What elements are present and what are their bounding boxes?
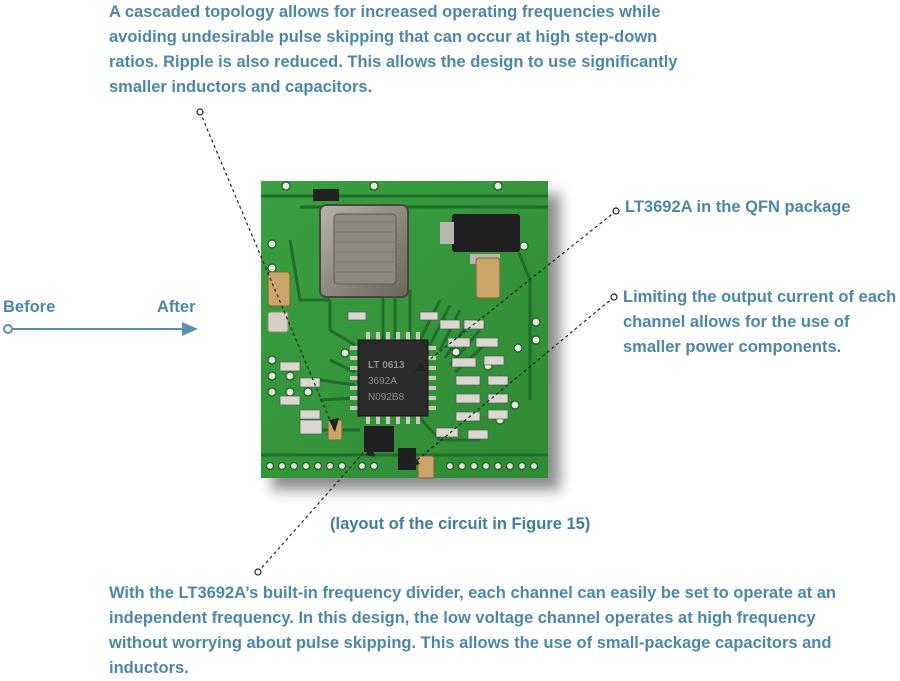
leader-arrowheads bbox=[329, 362, 426, 466]
chip-marking-line3: N092B8 bbox=[368, 392, 405, 403]
transistor-top bbox=[313, 189, 339, 201]
circuit-board: LT 0613 3692A N092B8 bbox=[261, 181, 548, 479]
leader-endpoints bbox=[196, 108, 620, 576]
lt3692a-chip: LT 0613 3692A N092B8 bbox=[350, 332, 436, 424]
annotation-qfn-package: LT3692A in the QFN package bbox=[625, 198, 851, 216]
leader-lines bbox=[199, 111, 617, 573]
capacitors bbox=[267, 257, 501, 479]
before-label: Before bbox=[3, 298, 56, 316]
annotation-frequency-divider: With the LT3692A’s built-in frequency di… bbox=[109, 584, 836, 677]
resistor-bottom-left bbox=[299, 419, 323, 435]
inductor bbox=[319, 204, 409, 298]
mosfet-bottom bbox=[364, 426, 394, 452]
via-pads bbox=[265, 181, 541, 471]
chip-marking-line2: 3692A bbox=[368, 376, 397, 387]
before-after-arrow bbox=[3, 322, 198, 336]
after-label: After bbox=[157, 298, 196, 316]
figure-caption: (layout of the circuit in Figure 15) bbox=[330, 515, 591, 533]
chip-marking-line1: LT 0613 bbox=[368, 360, 405, 371]
annotation-cascaded-topology: A cascaded topology allows for increased… bbox=[109, 3, 678, 96]
annotation-output-current: Limiting the output current of each chan… bbox=[623, 288, 897, 356]
